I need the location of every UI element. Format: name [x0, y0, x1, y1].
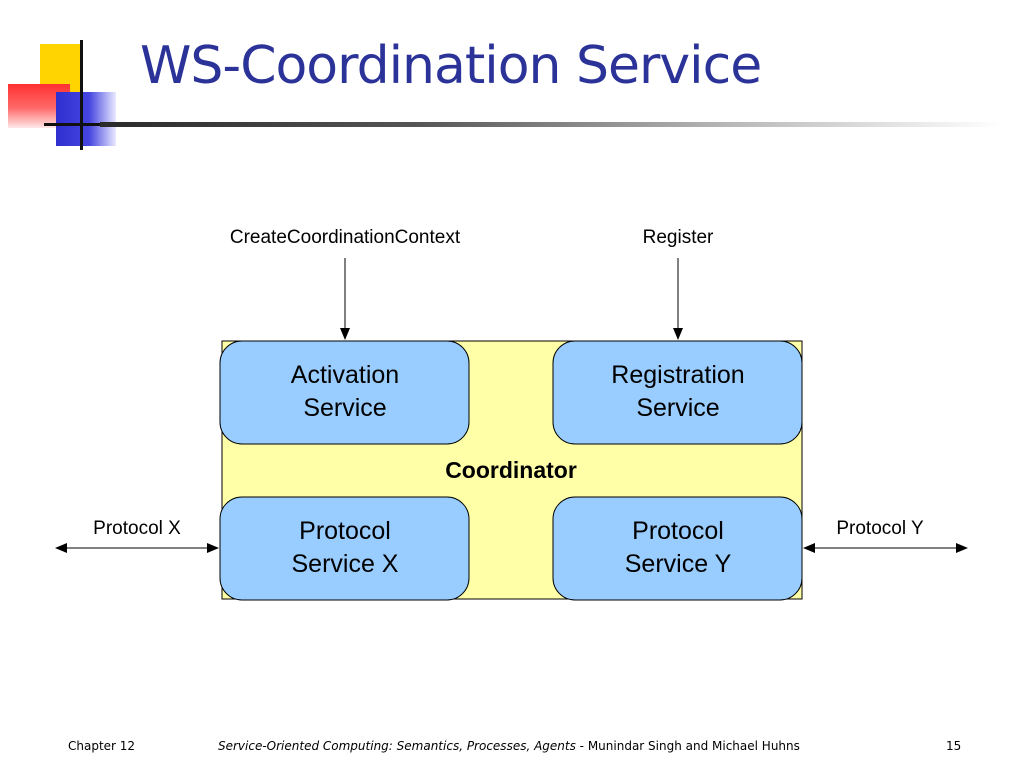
logo-blue-square: [56, 92, 116, 146]
logo-vertical-line: [80, 40, 83, 150]
title-underline: [100, 122, 1000, 127]
create-coordination-context-label: CreateCoordinationContext: [230, 227, 461, 248]
activation-service-label-line1: Activation: [291, 361, 399, 389]
footer-book-title: Service-Oriented Computing: Semantics, P…: [218, 739, 576, 753]
registration-service-label-line2: Service: [636, 394, 719, 422]
protocol-service-x-label-line1: Protocol: [299, 517, 391, 545]
footer-chapter: Chapter 12: [68, 739, 136, 753]
decorative-logo: [0, 0, 150, 160]
protocol-service-y-label-line2: Service Y: [625, 550, 732, 578]
protocol-y-label: Protocol Y: [836, 518, 924, 539]
protocol-service-y-box: Protocol Service Y: [552, 496, 803, 601]
protocol-service-x-box: Protocol Service X: [219, 496, 470, 601]
footer-page-number: 15: [946, 739, 962, 753]
activation-service-box: Activation Service: [219, 340, 470, 445]
registration-service-box: Registration Service: [552, 340, 803, 445]
protocol-service-y-label-line1: Protocol: [632, 517, 724, 545]
registration-service-label-line1: Registration: [611, 361, 744, 389]
protocol-service-x-label-line2: Service X: [292, 550, 399, 578]
footer-citation: Service-Oriented Computing: Semantics, P…: [218, 739, 800, 753]
protocol-x-label: Protocol X: [93, 518, 181, 539]
logo-horizontal-line: [44, 123, 119, 126]
activation-service-label-line2: Service: [303, 394, 386, 422]
slide-title: WS-Coordination Service: [140, 36, 762, 96]
register-label: Register: [643, 227, 714, 248]
coordinator-label: Coordinator: [445, 457, 577, 483]
footer-authors: - Munindar Singh and Michael Huhns: [575, 739, 800, 753]
